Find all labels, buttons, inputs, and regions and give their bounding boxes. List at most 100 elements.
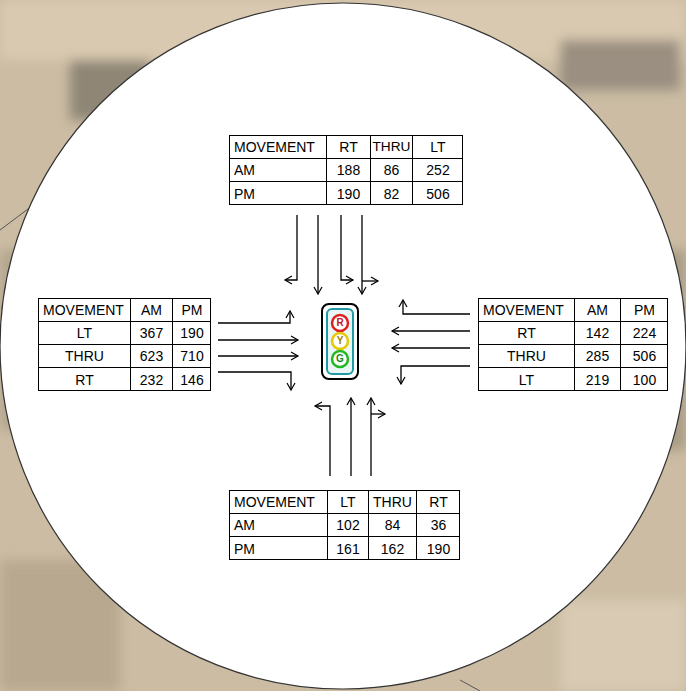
lane-arrow [361, 215, 362, 294]
table-heading: RT [339, 140, 357, 154]
lane-arrow [362, 280, 378, 281]
table-cell: 84 [369, 514, 417, 537]
table-heading: LT [77, 326, 92, 340]
volume-value: 219 [586, 373, 609, 387]
table-cell: 142 [575, 322, 621, 345]
table-cell: 100 [621, 368, 668, 391]
volume-value: 162 [381, 542, 404, 556]
table-cell: 506 [621, 345, 668, 368]
table-cell: PM [621, 299, 668, 322]
volume-value: 82 [384, 187, 400, 201]
table-cell: RT [327, 136, 371, 159]
table-cell: AM [230, 159, 327, 182]
volume-value: 86 [384, 163, 400, 177]
volume-value: 36 [431, 518, 447, 532]
table-heading: PM [634, 303, 655, 317]
volume-table: MOVEMENT AM PM LT 367 190THRU 623 710RT 232 146 [38, 298, 211, 391]
table-heading: MOVEMENT [234, 140, 315, 154]
table-heading: MOVEMENT [483, 303, 564, 317]
aerial-patch [560, 600, 686, 691]
table-cell: THRU [369, 491, 417, 514]
table-heading: AM [234, 518, 255, 532]
volume-value: 102 [336, 518, 359, 532]
study-circle [0, 3, 686, 689]
table-heading: THRU [373, 495, 412, 509]
volume-value: 252 [426, 163, 449, 177]
table-cell: AM [575, 299, 621, 322]
table-heading: AM [234, 163, 255, 177]
lane-arrow [392, 330, 470, 331]
traffic-signal [322, 304, 358, 379]
table-cell: 232 [131, 368, 173, 391]
table-cell: 161 [328, 537, 369, 560]
table-cell: 367 [131, 322, 173, 345]
table-heading: MOVEMENT [43, 303, 124, 317]
table-heading: LT [340, 495, 355, 509]
lane-arrow [403, 300, 470, 314]
table-cell: 506 [413, 182, 463, 205]
table-cell: 623 [131, 345, 173, 368]
table-cell: 82 [371, 182, 413, 205]
volume-value: 710 [180, 349, 203, 363]
lane-arrow [315, 406, 330, 476]
signal-housing [322, 304, 358, 379]
table-cell: 224 [621, 322, 668, 345]
table-cell: 146 [173, 368, 211, 391]
table-heading: LT [430, 140, 445, 154]
lane-arrow [317, 215, 318, 294]
table-cell: RT [417, 491, 460, 514]
table-cell: LT [413, 136, 463, 159]
table-cell: 285 [575, 345, 621, 368]
table-cell: MOVEMENT [39, 299, 131, 322]
lane-arrow [218, 372, 291, 390]
table-cell: THRU [39, 345, 131, 368]
aerial-line [460, 680, 480, 691]
aerial-building [560, 40, 680, 90]
volume-table: MOVEMENT AM PM RT142 224THRU 285 506LT 219 100 [478, 298, 668, 391]
table-heading: PM [182, 303, 203, 317]
volume-value: 232 [140, 373, 163, 387]
table-cell: 188 [327, 159, 371, 182]
table-heading: PM [234, 187, 255, 201]
table-cell: 190 [327, 182, 371, 205]
table-cell: THRU [371, 136, 413, 159]
volume-value: 188 [337, 163, 360, 177]
table-cell: AM [131, 299, 173, 322]
lane-arrow [350, 398, 351, 476]
table-heading: AM [141, 303, 162, 317]
table-heading: THRU [373, 140, 411, 154]
volume-value: 190 [427, 542, 450, 556]
table-cell: 190 [173, 322, 211, 345]
table-cell: LT [479, 368, 575, 391]
lane-arrow [218, 355, 298, 356]
table-cell: RT [39, 368, 131, 391]
volume-value: 367 [140, 326, 163, 340]
signal-letter: G [332, 351, 348, 367]
lane-arrow [370, 398, 371, 476]
volume-value: 623 [140, 349, 163, 363]
signal-face [327, 309, 353, 374]
table-cell: RT [479, 322, 575, 345]
volume-value: 190 [180, 326, 203, 340]
volume-value: 84 [385, 518, 401, 532]
table-cell: MOVEMENT [230, 491, 328, 514]
table-cell: LT [39, 322, 131, 345]
volume-value: 285 [586, 349, 609, 363]
table-heading: LT [519, 373, 534, 387]
table-cell: 190 [417, 537, 460, 560]
lane-arrow [341, 215, 353, 280]
volume-value: 506 [426, 187, 449, 201]
table-heading: AM [587, 303, 608, 317]
lane-arrows [218, 215, 470, 476]
volume-value: 506 [633, 349, 656, 363]
table-cell: THRU [479, 345, 575, 368]
table-cell: 252 [413, 159, 463, 182]
volume-value: 100 [633, 373, 656, 387]
table-cell: LT [328, 491, 369, 514]
table-cell: AM [230, 514, 328, 537]
volume-table: MOVEMENTLTTHRURTAM1028436PM161162190 [229, 490, 460, 560]
table-cell: 162 [369, 537, 417, 560]
volume-value: 224 [633, 326, 656, 340]
table-heading: THRU [507, 349, 546, 363]
